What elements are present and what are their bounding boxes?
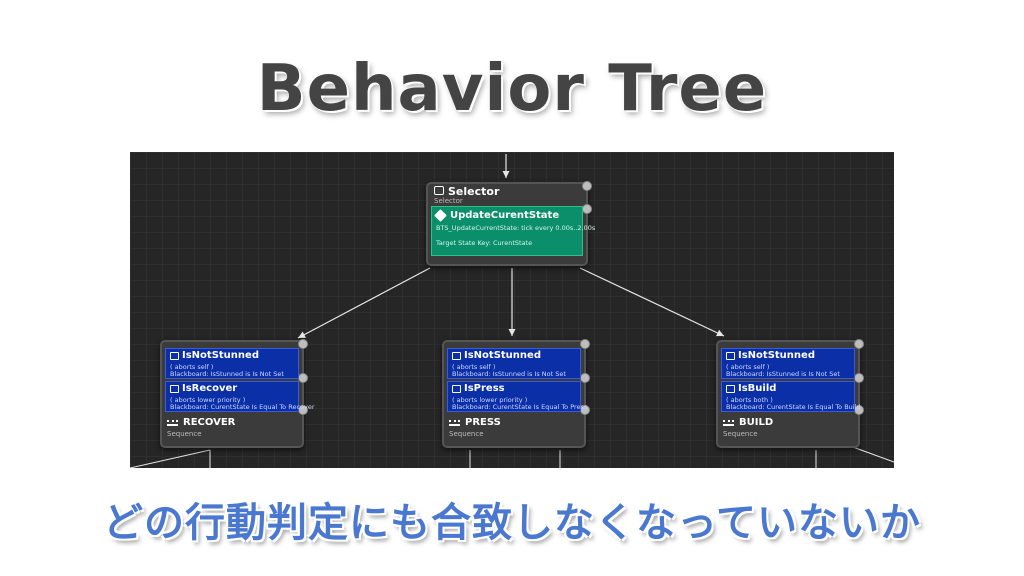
decorator-abort: ( aborts self ) bbox=[452, 363, 496, 371]
sequence-subtitle: Sequence bbox=[167, 430, 202, 438]
decorator-condition: Blackboard: IsStunned is Is Not Set bbox=[452, 370, 566, 378]
service-name: UpdateCurentState bbox=[450, 210, 560, 221]
decorator-icon bbox=[170, 352, 179, 360]
sequence-name: BUILD bbox=[739, 417, 774, 428]
decorator-isnotstunned[interactable]: IsNotStunned ( aborts self ) Blackboard:… bbox=[721, 348, 855, 379]
branch-pin-top[interactable] bbox=[854, 339, 864, 349]
sequence-name: PRESS bbox=[465, 417, 501, 428]
decorator-abort: ( aborts lower priority ) bbox=[170, 396, 246, 404]
wire-right bbox=[579, 267, 725, 337]
decorator-icon bbox=[452, 352, 461, 360]
service-update-state[interactable]: UpdateCurentState BTS_UpdateCurrentState… bbox=[431, 206, 595, 256]
service-key: Target State Key: CurentState bbox=[436, 239, 533, 247]
behavior-tree-graph[interactable]: Selector Selector UpdateCurentState BTS_… bbox=[130, 152, 894, 468]
caption-text: どの行動判定にも合致しなくなっていないか bbox=[103, 500, 921, 546]
decorator-icon bbox=[452, 385, 461, 393]
decorator-name: IsNotStunned bbox=[182, 350, 259, 361]
decorator-name: IsPress bbox=[464, 383, 505, 394]
decorator-isnotstunned[interactable]: IsNotStunned ( aborts self ) Blackboard:… bbox=[165, 348, 299, 379]
branch-node-build[interactable]: IsNotStunned ( aborts self ) Blackboard:… bbox=[716, 339, 864, 448]
decorator-icon bbox=[726, 352, 735, 360]
decorator-condition: Blackboard: IsStunned is Is Not Set bbox=[726, 370, 840, 378]
decorator-isbuild[interactable]: IsBuild ( aborts both ) Blackboard: Cure… bbox=[721, 381, 861, 412]
sequence-recover[interactable]: RECOVER Sequence bbox=[162, 414, 302, 440]
branch-pin-dec1[interactable] bbox=[580, 373, 590, 383]
decorator-isrecover[interactable]: IsRecover ( aborts lower priority ) Blac… bbox=[165, 381, 315, 412]
selector-subtitle: Selector bbox=[434, 197, 463, 205]
sequence-subtitle: Sequence bbox=[723, 430, 758, 438]
decorator-abort: ( aborts self ) bbox=[726, 363, 770, 371]
sequence-build[interactable]: BUILD Sequence bbox=[718, 414, 858, 440]
service-icon bbox=[434, 209, 447, 222]
sequence-icon bbox=[723, 420, 734, 426]
sequence-press[interactable]: PRESS Sequence bbox=[444, 414, 584, 440]
decorator-isnotstunned[interactable]: IsNotStunned ( aborts self ) Blackboard:… bbox=[447, 348, 581, 379]
decorator-name: IsBuild bbox=[738, 383, 777, 394]
service-detail: BTS_UpdateCurrentState: tick every 0.00s… bbox=[436, 224, 596, 232]
branch-pin-dec1[interactable] bbox=[298, 373, 308, 383]
decorator-ispress[interactable]: IsPress ( aborts lower priority ) Blackb… bbox=[447, 381, 587, 412]
selector-node[interactable]: Selector Selector UpdateCurentState BTS_… bbox=[426, 181, 595, 266]
decorator-condition: Blackboard: IsStunned is Is Not Set bbox=[170, 370, 284, 378]
branch-node-recover[interactable]: IsNotStunned ( aborts self ) Blackboard:… bbox=[160, 339, 315, 448]
wire-left bbox=[297, 267, 431, 339]
branch-pin-top[interactable] bbox=[298, 339, 308, 349]
connection-wires bbox=[130, 154, 894, 468]
decorator-condition: Blackboard: CurentState Is Equal To Pres… bbox=[452, 403, 588, 411]
decorator-condition: Blackboard: CurentState Is Equal To Reco… bbox=[170, 403, 315, 411]
sequence-icon bbox=[167, 420, 178, 426]
sequence-subtitle: Sequence bbox=[449, 430, 484, 438]
selector-pin-top[interactable] bbox=[582, 181, 592, 191]
selector-name: Selector bbox=[448, 185, 500, 198]
branch-node-press[interactable]: IsNotStunned ( aborts self ) Blackboard:… bbox=[442, 339, 590, 448]
decorator-icon bbox=[170, 385, 179, 393]
decorator-abort: ( aborts both ) bbox=[726, 396, 773, 404]
decorator-icon bbox=[726, 385, 735, 393]
page-title: Behavior Tree bbox=[256, 52, 768, 126]
decorator-abort: ( aborts lower priority ) bbox=[452, 396, 528, 404]
sequence-name: RECOVER bbox=[183, 417, 236, 428]
sequence-icon bbox=[449, 420, 460, 426]
decorator-name: IsNotStunned bbox=[464, 350, 541, 361]
decorator-abort: ( aborts self ) bbox=[170, 363, 214, 371]
branch-pin-dec1[interactable] bbox=[854, 373, 864, 383]
branch-pin-top[interactable] bbox=[580, 339, 590, 349]
decorator-name: IsNotStunned bbox=[738, 350, 815, 361]
decorator-name: IsRecover bbox=[182, 383, 238, 394]
selector-icon bbox=[434, 186, 444, 195]
decorator-condition: Blackboard: CurentState Is Equal To Buil… bbox=[726, 403, 861, 411]
